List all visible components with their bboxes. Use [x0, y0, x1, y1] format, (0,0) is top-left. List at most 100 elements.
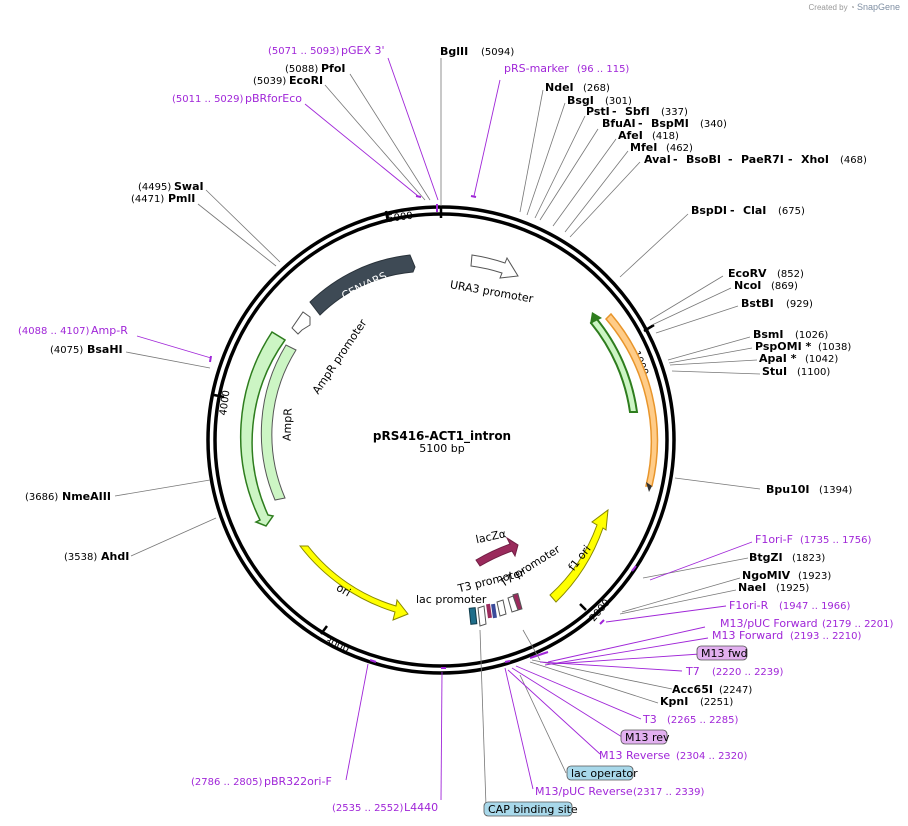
ampr-promoter-feature[interactable] [291, 311, 311, 335]
xhoi-name: XhoI [801, 153, 829, 166]
label-ecorv[interactable]: EcoRV (852) [728, 267, 804, 280]
label-pgex3[interactable]: (5071 .. 5093) pGEX 3' [268, 44, 385, 57]
pmli-pos: (4471) [131, 194, 164, 205]
bfuai-pos: (340) [700, 119, 727, 130]
prs-marker-name: pRS-marker [504, 62, 569, 75]
bfuai-sep: - [638, 117, 643, 130]
label-apai[interactable]: ApaI * (1042) [759, 352, 838, 365]
label-f1ori-r[interactable]: F1ori-R (1947 .. 1966) [729, 599, 851, 612]
bpu10i-name: Bpu10I [766, 483, 810, 496]
label-bpu10i[interactable]: Bpu10I (1394) [766, 483, 852, 496]
lacza-feature[interactable] [475, 536, 519, 567]
label-btgzi[interactable]: BtgZI (1823) [749, 551, 825, 564]
label-ahdi[interactable]: (3538) AhdI [64, 550, 129, 563]
label-psti[interactable]: PstI - SbfI (337) [586, 105, 688, 118]
pfoi-name: PfoI [321, 62, 346, 75]
f1-ori-feature[interactable] [549, 508, 609, 603]
label-m13puc-rev[interactable]: M13/pUC Reverse (2317 .. 2339) [535, 785, 705, 798]
bglii-pos: (5094) [481, 47, 514, 58]
plasmid-name: pRS416-ACT1_intron [373, 429, 511, 444]
m13-forward-name: M13 Forward [712, 629, 783, 642]
label-bfuai[interactable]: BfuAI - BspMI (340) [602, 117, 727, 130]
label-bsmi[interactable]: BsmI (1026) [753, 328, 828, 341]
psti-pos: (337) [661, 107, 688, 118]
pbrforeco-name: pBRforEco [245, 92, 302, 105]
tick-marks [213, 204, 655, 635]
pbrforeco-range: (5011 .. 5029) [172, 94, 244, 105]
pbr322ori-range: (2786 .. 2805) [191, 777, 263, 788]
ampr-inner [260, 344, 297, 501]
label-pfoi[interactable]: (5088) PfoI [285, 62, 346, 75]
label-swai[interactable]: (4495) SwaI [138, 180, 204, 193]
label-nmeaiii[interactable]: (3686) NmeAIII [25, 490, 111, 503]
ura3-orf-frame[interactable] [604, 312, 659, 487]
label-bstbi[interactable]: BstBI (929) [741, 297, 813, 310]
label-ngomiv[interactable]: NgoMIV (1923) [742, 569, 831, 582]
pfoi-pos: (5088) [285, 64, 318, 75]
label-kpni[interactable]: KpnI (2251) [660, 695, 733, 708]
ahdi-pos: (3538) [64, 552, 97, 563]
snapgene-logo-icon: ◔ [849, 3, 855, 12]
cen-ars-feature[interactable] [309, 254, 416, 316]
label-t3-primer[interactable]: T3 (2265 .. 2285) [642, 713, 739, 726]
paer7i-name: PaeR7I [741, 153, 784, 166]
box-m13rev[interactable]: M13 rev [620, 729, 670, 745]
label-avai[interactable]: AvaI - BsoBI - PaeR7I - XhoI (468) [644, 153, 867, 166]
box-cap-binding-site[interactable]: CAP binding site [483, 801, 578, 817]
naei-name: NaeI [738, 581, 766, 594]
acc65i-name: Acc65I [672, 683, 713, 696]
label-acc65i[interactable]: Acc65I (2247) [672, 683, 752, 696]
label-ncoi[interactable]: NcoI (869) [734, 279, 798, 292]
label-bspdi[interactable]: BspDI - ClaI (675) [691, 204, 805, 217]
credit-brand: SnapGene [856, 2, 900, 12]
box-lac-operator[interactable]: lac operator [566, 765, 638, 781]
label-l4440[interactable]: (2535 .. 2552) L4440 [332, 801, 438, 814]
nmeaiii-name: NmeAIII [62, 490, 111, 503]
ampr-promoter-label: AmpR promoter [310, 316, 370, 396]
bsgi-pos: (301) [605, 96, 632, 107]
ori-feature[interactable] [298, 545, 409, 621]
label-t7-primer[interactable]: T7 (2220 .. 2239) [685, 665, 784, 678]
label-amp-r[interactable]: (4088 .. 4107) Amp-R [18, 324, 128, 337]
afei-name: AfeI [618, 129, 643, 142]
cap-site-box-label: CAP binding site [488, 803, 578, 816]
clai-name: ClaI [743, 204, 766, 217]
label-afei[interactable]: AfeI (418) [618, 129, 679, 142]
label-bsgi[interactable]: BsgI (301) [567, 94, 632, 107]
bsahi-name: BsaHI [87, 343, 123, 356]
bstbi-name: BstBI [741, 297, 774, 310]
label-pmli[interactable]: (4471) PmlI [131, 192, 195, 205]
label-m13-reverse[interactable]: M13 Reverse (2304 .. 2320) [599, 749, 748, 762]
pmli-name: PmlI [168, 192, 195, 205]
label-ndei[interactable]: NdeI (268) [545, 81, 610, 94]
naei-pos: (1925) [776, 583, 809, 594]
ecori-pos: (5039) [253, 76, 286, 87]
label-pspomi[interactable]: PspOMI * (1038) [755, 340, 851, 353]
mcs-cluster[interactable] [468, 592, 523, 627]
label-ecori[interactable]: (5039) EcoRI [253, 74, 323, 87]
label-pbr322ori[interactable]: (2786 .. 2805) pBR322ori-F [191, 775, 332, 788]
ura3-gene-feature[interactable] [589, 316, 639, 413]
box-m13fwd[interactable]: M13 fwd [696, 645, 748, 661]
bspdi-pos: (675) [778, 206, 805, 217]
label-f1ori-f[interactable]: F1ori-F (1735 .. 1756) [755, 533, 872, 546]
label-bglii[interactable]: BglII (5094) [440, 45, 514, 58]
ecori-name: EcoRI [289, 74, 323, 87]
label-bsahi[interactable]: (4075) BsaHI [50, 343, 123, 356]
ura3-promoter-feature[interactable] [470, 254, 519, 279]
label-m13puc-fwd[interactable]: M13/pUC Forward (2179 .. 2201) [720, 617, 894, 630]
bspdi-name: BspDI [691, 204, 727, 217]
label-prs-marker[interactable]: pRS-marker (96 .. 115) [504, 62, 629, 75]
m13rev-box-label: M13 rev [625, 731, 670, 744]
ampr-feature[interactable] [239, 330, 287, 527]
label-mfei[interactable]: MfeI (462) [630, 141, 693, 154]
f1ori-r-name: F1ori-R [729, 599, 769, 612]
bsgi-name: BsgI [567, 94, 594, 107]
btgzi-name: BtgZI [749, 551, 783, 564]
label-naei[interactable]: NaeI (1925) [738, 581, 809, 594]
ngomiv-pos: (1923) [798, 571, 831, 582]
label-stui[interactable]: StuI (1100) [762, 365, 830, 378]
label-m13-fwd-primer[interactable]: M13 Forward (2193 .. 2210) [712, 629, 862, 642]
label-pbrforeco[interactable]: (5011 .. 5029) pBRforEco [172, 92, 302, 105]
sbfi-name: SbfI [625, 105, 650, 118]
